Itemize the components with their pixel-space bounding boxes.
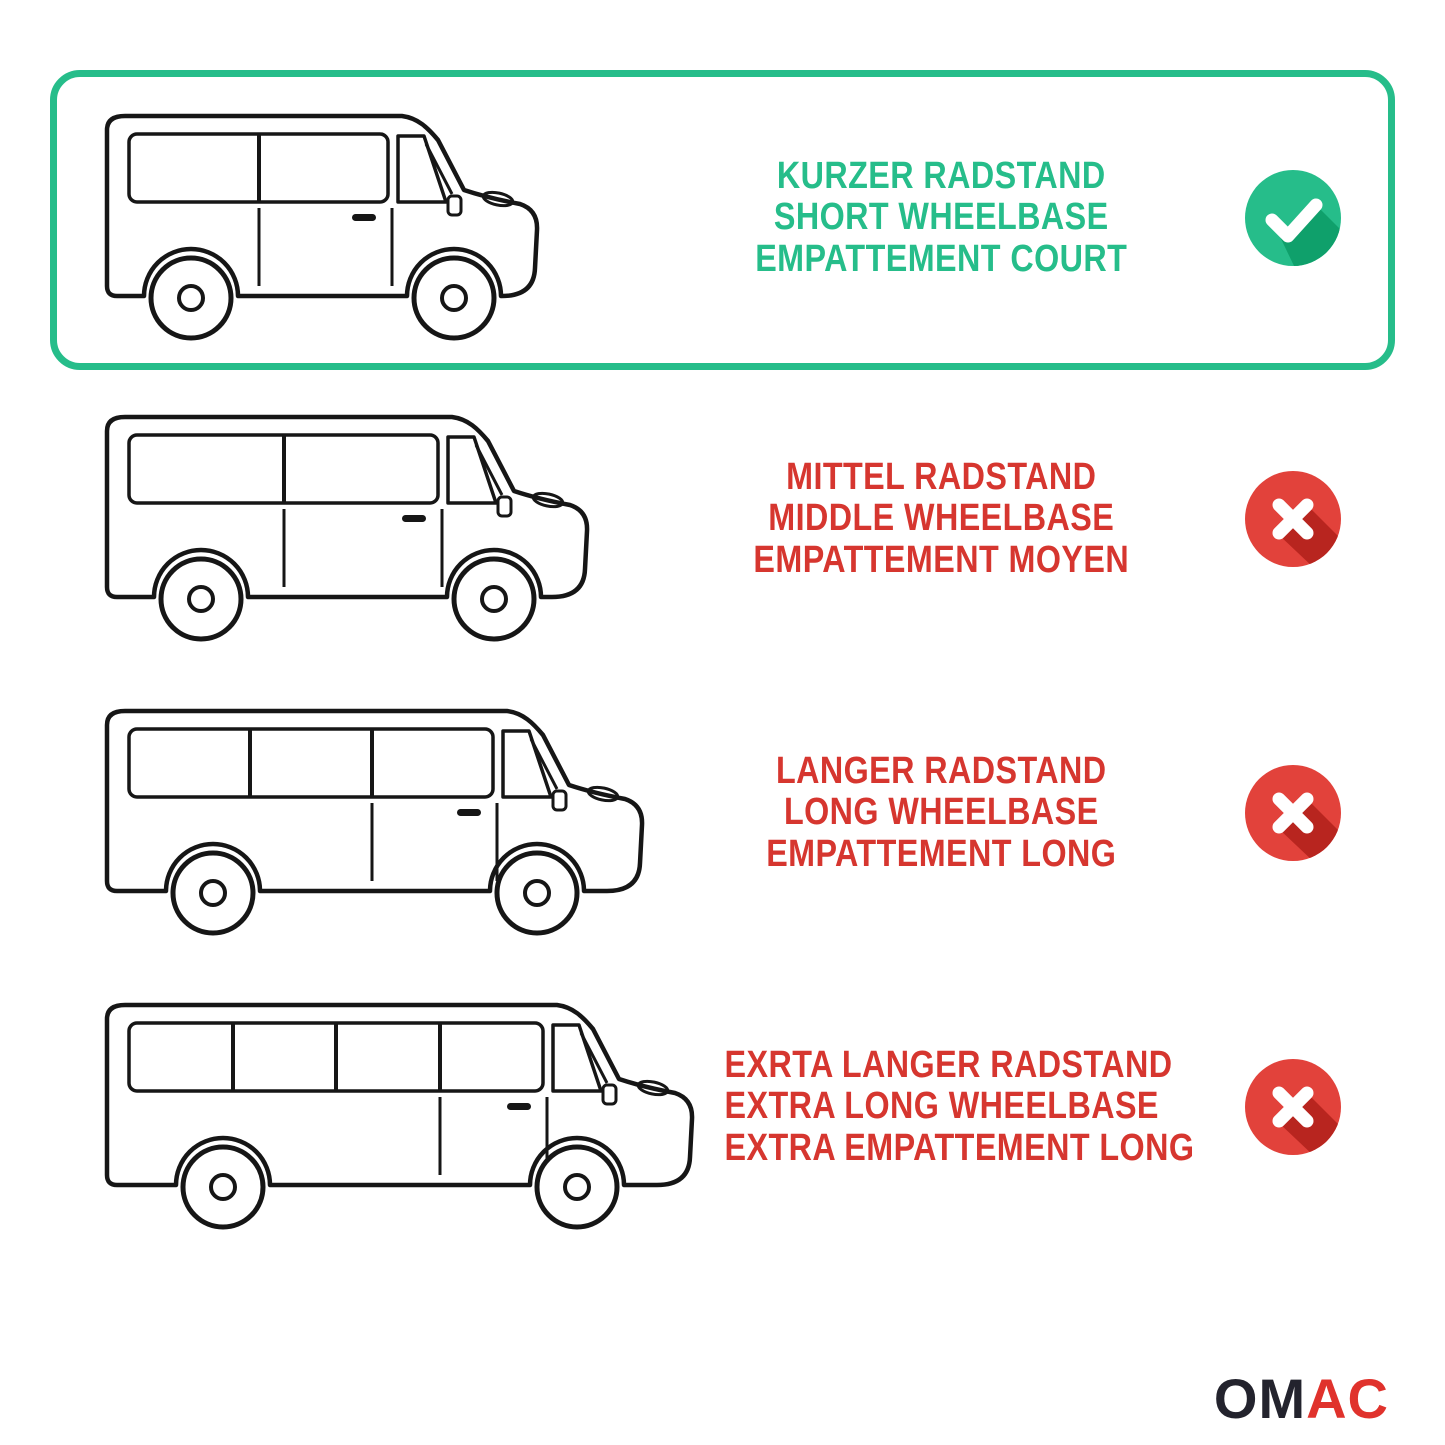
cross-icon [1243, 1057, 1343, 1157]
omac-logo: OMAC [1214, 1371, 1389, 1427]
label-line-de: EXRTA LANGER RADSTAND [724, 1044, 1173, 1087]
van-illustration-extra-long-wheelbase [95, 979, 705, 1235]
van-illustration-long-wheelbase [95, 685, 655, 941]
option-row-extra-long-wheelbase: EXRTA LANGER RADSTAND EXTRA LONG WHEELBA… [0, 960, 1445, 1254]
label-line-en: EXTRA LONG WHEELBASE [724, 1085, 1159, 1128]
check-icon [1243, 168, 1343, 268]
label-line-fr: EMPATTEMENT LONG [766, 832, 1117, 875]
option-row-long-wheelbase: LANGER RADSTAND LONG WHEELBASE EMPATTEME… [0, 666, 1445, 960]
van-cell [0, 90, 640, 346]
status-cell [1200, 168, 1445, 268]
selected-option-highlight-ring [50, 70, 1395, 370]
status-cell [1200, 1057, 1445, 1157]
option-row-middle-wheelbase: MITTEL RADSTAND MIDDLE WHEELBASE EMPATTE… [0, 372, 1445, 666]
van-cell [0, 391, 640, 647]
status-cell [1200, 469, 1445, 569]
label-line-de: MITTEL RADSTAND [786, 456, 1097, 499]
option-row-short-wheelbase: KURZER RADSTAND SHORT WHEELBASE EMPATTEM… [0, 0, 1445, 372]
label-line-de: LANGER RADSTAND [775, 750, 1107, 793]
van-illustration-middle-wheelbase [95, 391, 600, 647]
label-line-fr: EMPATTEMENT COURT [755, 237, 1128, 280]
label-line-en: LONG WHEELBASE [783, 791, 1099, 834]
status-cell [1200, 763, 1445, 863]
option-label-short-wheelbase: KURZER RADSTAND SHORT WHEELBASE EMPATTEM… [682, 156, 1158, 279]
van-cell [0, 685, 645, 941]
label-line-en: MIDDLE WHEELBASE [768, 497, 1115, 540]
van-illustration-short-wheelbase [95, 90, 550, 346]
wheelbase-options-list: KURZER RADSTAND SHORT WHEELBASE EMPATTEM… [0, 0, 1445, 1254]
omac-logo-red-part: AC [1306, 1367, 1389, 1430]
cross-icon [1243, 469, 1343, 569]
option-label-extra-long-wheelbase: EXRTA LANGER RADSTAND EXTRA LONG WHEELBA… [682, 1044, 1195, 1169]
label-line-en: SHORT WHEELBASE [773, 196, 1109, 239]
option-label-long-wheelbase: LANGER RADSTAND LONG WHEELBASE EMPATTEME… [682, 751, 1158, 874]
van-cell [0, 979, 695, 1235]
cross-icon [1243, 763, 1343, 863]
label-line-fr: EXTRA EMPATTEMENT LONG [724, 1126, 1195, 1169]
label-line-fr: EMPATTEMENT MOYEN [753, 538, 1130, 581]
omac-logo-dark-part: OM [1213, 1367, 1307, 1430]
label-line-de: KURZER RADSTAND [776, 155, 1106, 198]
option-label-middle-wheelbase: MITTEL RADSTAND MIDDLE WHEELBASE EMPATTE… [682, 457, 1158, 580]
